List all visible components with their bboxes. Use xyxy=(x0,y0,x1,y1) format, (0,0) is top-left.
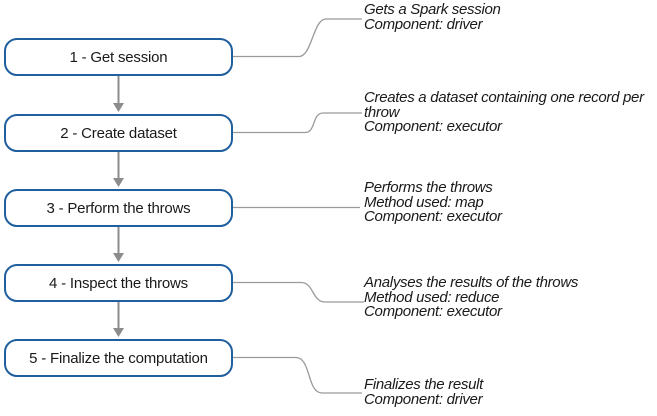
down-arrow-1 xyxy=(113,76,124,112)
annotation-line: Component: executor xyxy=(364,208,502,225)
annotation-line: throw xyxy=(364,103,400,121)
annotation-line: Gets a Spark session xyxy=(364,1,501,18)
connector-line-4 xyxy=(233,281,364,303)
connector-line-5 xyxy=(233,356,362,394)
flow-step-create-dataset: 2 - Create dataset xyxy=(4,114,233,152)
connector-line-2 xyxy=(233,112,362,134)
flow-step-get-session: 1 - Get session xyxy=(4,38,233,76)
annotation-line: Component: executor xyxy=(364,303,502,320)
down-arrow-3 xyxy=(113,227,124,262)
annotation-line: Component: driver xyxy=(364,15,483,33)
annotation-line: Method used: reduce xyxy=(364,288,500,306)
flow-step-label: 5 - Finalize the computation xyxy=(29,349,208,367)
annotation-inspect-throws: Analyses the results of the throws Metho… xyxy=(364,274,656,320)
annotation-line: Component: executor xyxy=(364,118,502,135)
annotation-finalize-computation: Finalizes the result Component: driver xyxy=(364,376,656,408)
annotation-line: Method used: map xyxy=(364,193,484,211)
annotation-line: Finalizes the result xyxy=(364,376,484,393)
connector-line-1 xyxy=(233,18,362,58)
down-arrow-4 xyxy=(113,302,124,337)
annotation-create-dataset: Creates a dataset containing one record … xyxy=(364,89,656,135)
annotation-line: Performs the throws xyxy=(364,179,493,196)
flow-step-label: 2 - Create dataset xyxy=(60,124,177,142)
flow-step-finalize-computation: 5 - Finalize the computation xyxy=(4,339,233,377)
flow-step-label: 1 - Get session xyxy=(69,48,168,66)
flow-step-inspect-throws: 4 - Inspect the throws xyxy=(4,264,233,302)
flow-step-label: 4 - Inspect the throws xyxy=(48,274,188,292)
annotation-line: Component: driver xyxy=(364,390,483,408)
annotation-perform-throws: Performs the throws Method used: map Com… xyxy=(364,179,656,225)
annotation-line: Creates a dataset containing one record … xyxy=(364,89,644,106)
annotation-line: Analyses the results of the throws xyxy=(364,274,579,291)
down-arrow-2 xyxy=(113,152,124,187)
flow-step-label: 3 - Perform the throws xyxy=(46,199,191,217)
flow-step-perform-throws: 3 - Perform the throws xyxy=(4,189,233,227)
annotation-get-session: Gets a Spark session Component: driver xyxy=(364,1,656,33)
